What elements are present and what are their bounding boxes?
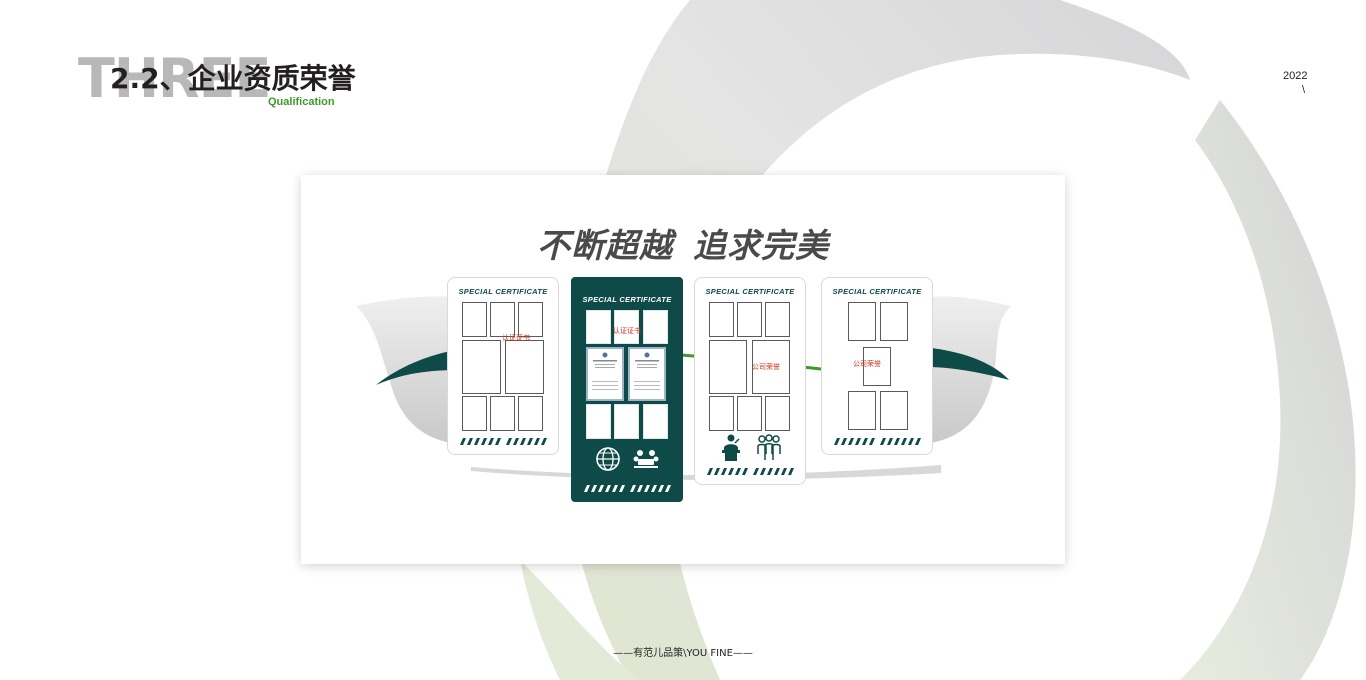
certificate-frame (586, 404, 611, 439)
team-icon (757, 434, 781, 460)
stripe-decoration (834, 438, 921, 445)
certificate-frame (709, 396, 734, 431)
certificate-frame (848, 391, 876, 430)
certificate-frame (505, 340, 544, 394)
section-title: 2.2、企业资质荣誉 (110, 62, 356, 95)
ghost-heading: THREE (78, 47, 271, 110)
certificate-frame (462, 340, 501, 394)
honor-wall-rendering: 不断超越追求完美 SPECIAL CERTIFICATE 认证证书 SPECIA… (301, 175, 1065, 564)
certificate-panel-4: SPECIAL CERTIFICATE 公司荣誉 (821, 277, 933, 455)
slogan-part-1: 不断超越 (537, 226, 673, 265)
footer-brand: ——有范儿品策\YOU FINE—— (613, 648, 753, 659)
certificate-frame (848, 302, 876, 341)
panel-label: 认证证书 (502, 334, 530, 342)
certificate-frame (490, 302, 515, 337)
certificate-frame (614, 404, 639, 439)
stripe-decoration (707, 468, 794, 475)
panel-title: SPECIAL CERTIFICATE (832, 287, 922, 296)
section-subtitle: Qualification (268, 96, 335, 108)
certificate-frame (880, 302, 908, 341)
certificate-frame (863, 347, 891, 386)
certificate-frame (737, 302, 762, 337)
certificate-panel-1: SPECIAL CERTIFICATE 认证证书 (447, 277, 559, 455)
certificate-panel-2: SPECIAL CERTIFICATE 认证证书 (571, 277, 683, 502)
certificate-frame (765, 302, 790, 337)
certificate-frame (462, 302, 487, 337)
panel-label: 公司荣誉 (752, 363, 780, 371)
panel-label: 认证证书 (613, 327, 641, 335)
certificate-frame (518, 302, 543, 337)
certificate-frame (752, 340, 790, 394)
panel-title: SPECIAL CERTIFICATE (705, 287, 795, 296)
certificate-frame (643, 310, 668, 344)
certificate-panel-3: SPECIAL CERTIFICATE 公司荣誉 (694, 277, 806, 485)
slogan-part-2: 追求完美 (693, 226, 829, 265)
certificate-frame (518, 396, 543, 431)
section-header: THREE 2.2、企业资质荣誉 Qualification (78, 52, 378, 112)
certificate-frame (737, 396, 762, 431)
globe-icon (596, 447, 620, 471)
certificate-frame (490, 396, 515, 431)
slogan: 不断超越追求完美 (301, 219, 1065, 267)
certificate-frame (586, 310, 611, 344)
certificate-frame (709, 302, 734, 337)
certificate-frame (709, 340, 747, 394)
speaker-icon (722, 434, 740, 461)
stripe-decoration (584, 485, 671, 492)
certificate-documents (586, 347, 666, 401)
panel-title: SPECIAL CERTIFICATE (582, 295, 672, 304)
certificate-frame (643, 404, 668, 439)
year-label: 2022 (1283, 70, 1308, 82)
stripe-decoration (460, 438, 547, 445)
meeting-icon (633, 450, 659, 468)
certificate-frame (462, 396, 487, 431)
year-slash: \ (1302, 84, 1306, 96)
certificate-frame (880, 391, 908, 430)
panel-title: SPECIAL CERTIFICATE (458, 287, 548, 296)
certificate-frame (765, 396, 790, 431)
panel-label: 公司荣誉 (853, 360, 881, 368)
certificate-frame (614, 310, 639, 344)
